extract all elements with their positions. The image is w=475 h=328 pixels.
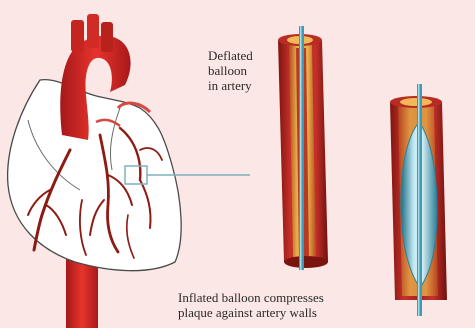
deflated-balloon-caption: Deflated balloon in artery <box>208 48 278 93</box>
inflated-artery <box>390 84 447 316</box>
deflated-artery <box>278 26 328 270</box>
deflated-caption-line-2: balloon <box>208 63 278 78</box>
arch-branch-3 <box>101 22 113 52</box>
inflated-balloon-caption: Inflated balloon compresses plaque again… <box>178 290 398 320</box>
arch-branch-1 <box>71 20 84 52</box>
deflated-caption-line-1: Deflated <box>208 48 278 63</box>
inflated-caption-line-2: plaque against artery walls <box>178 305 398 320</box>
deflated-caption-line-3: in artery <box>208 78 278 93</box>
heart <box>8 14 182 328</box>
inflated-caption-line-1: Inflated balloon compresses <box>178 290 398 305</box>
arch-branch-2 <box>87 14 99 48</box>
